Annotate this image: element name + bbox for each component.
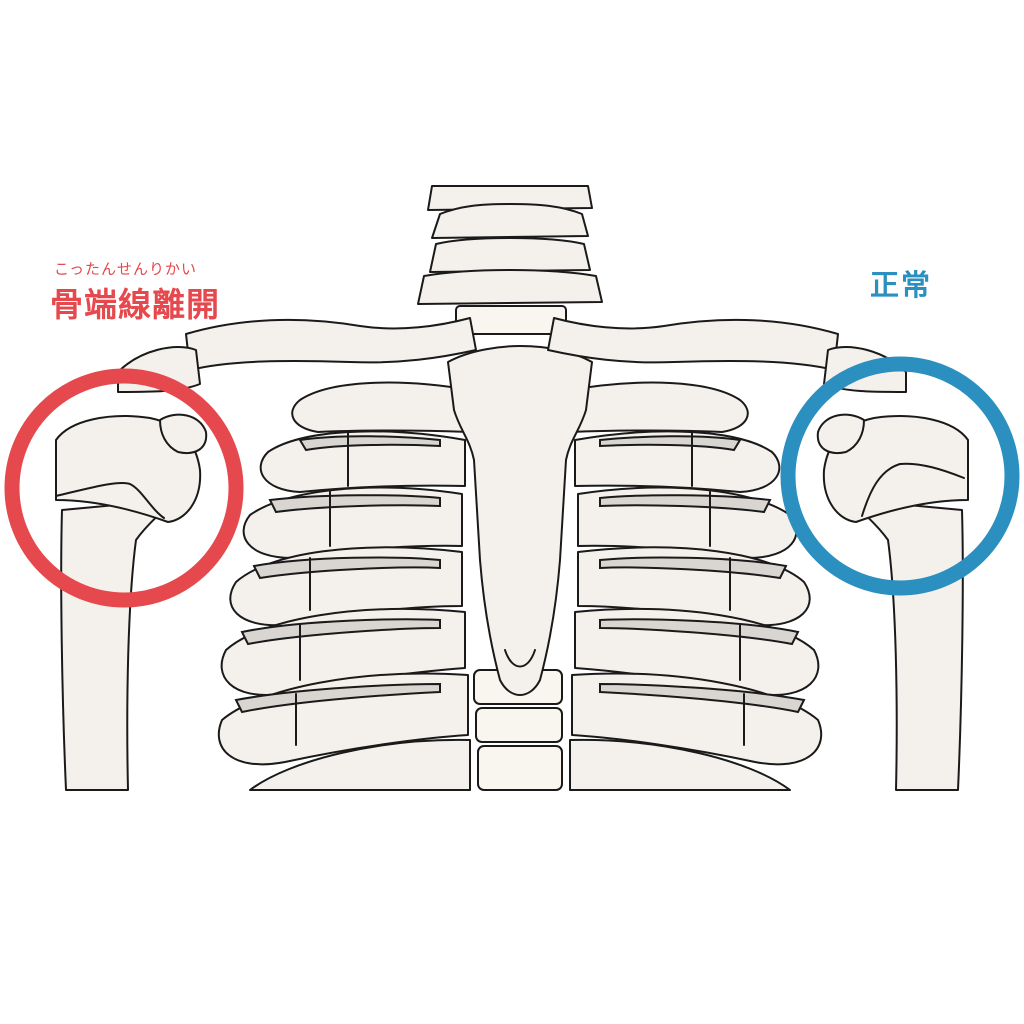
right-rib-gap-2 — [599, 494, 772, 514]
left-humerus — [55, 413, 208, 791]
left-physis-line — [55, 481, 165, 519]
left-humeral-head — [55, 415, 202, 523]
left-rib-gap-1 — [298, 435, 441, 452]
left-ribcage — [217, 381, 471, 791]
right-humeral-head — [822, 415, 969, 523]
left-coracoid — [159, 413, 208, 454]
right-physis-line — [861, 462, 965, 517]
left-highlight-ring — [4, 368, 244, 608]
right-humeral-shaft — [853, 499, 964, 791]
left-humeral-shaft — [60, 499, 171, 791]
right-rib-gap-1 — [599, 435, 742, 452]
right-coracoid — [816, 413, 865, 454]
left-label-reading: こったんせんりかい — [54, 260, 197, 278]
left-rib-gap-2 — [268, 494, 441, 514]
left-rib-1 — [291, 381, 471, 433]
cervical-vertebra — [429, 237, 591, 273]
right-clavicle — [547, 317, 839, 371]
right-label-title: 正常 — [870, 268, 933, 302]
cervical-spine — [417, 185, 603, 335]
left-rib-gap-3 — [252, 556, 441, 580]
left-rib-7 — [249, 738, 471, 791]
cervical-vertebra — [417, 269, 603, 305]
thoracic-vertebra — [477, 745, 563, 791]
cervical-vertebra — [431, 203, 589, 239]
right-rib-7 — [569, 738, 791, 791]
thoracic-vertebra — [475, 707, 563, 743]
right-rib-1 — [569, 381, 749, 433]
cervical-vertebra — [427, 185, 593, 211]
right-ribcage — [569, 381, 823, 791]
sternum — [447, 345, 593, 696]
right-rib-gap-3 — [599, 556, 788, 580]
right-humerus — [816, 413, 969, 791]
left-clavicle — [185, 317, 477, 371]
xiphoid-notch — [504, 649, 536, 668]
right-highlight-ring — [780, 356, 1020, 596]
left-label-title: 骨端線離開 — [50, 285, 220, 324]
